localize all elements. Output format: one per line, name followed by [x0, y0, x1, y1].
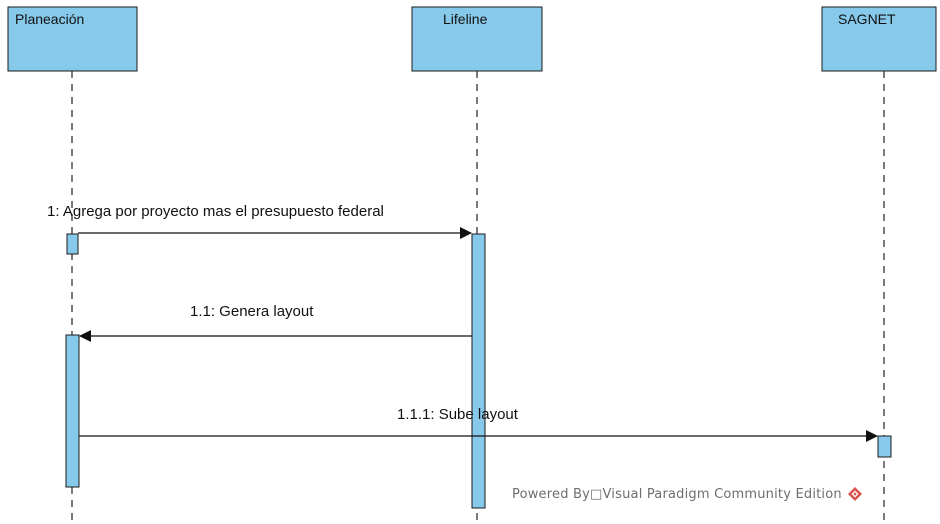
watermark-text: Powered By□Visual Paradigm Community Edi…	[512, 486, 842, 502]
activation-bar	[877, 435, 892, 458]
lifeline-head[interactable]	[821, 6, 937, 72]
lifeline-name: SAGNET	[838, 11, 896, 27]
watermark: Powered By□Visual Paradigm Community Edi…	[512, 486, 863, 502]
lifeline-sagnet[interactable]: SAGNET	[821, 6, 937, 524]
activation-bar	[471, 233, 486, 509]
lifeline-name: Lifeline	[443, 11, 488, 27]
message-label: 1.1.1: Sube layout	[397, 406, 519, 423]
activation-bar	[65, 334, 80, 488]
activation-bar	[66, 233, 79, 255]
message-1-1[interactable]: 1.1: Genera layout	[79, 303, 472, 342]
message-1[interactable]: 1: Agrega por proyecto mas el presupuest…	[47, 203, 472, 239]
lifeline-name: Planeación	[15, 11, 84, 27]
lifeline-head[interactable]	[411, 6, 543, 72]
message-label: 1.1: Genera layout	[190, 303, 314, 320]
lifeline-lifeline[interactable]: Lifeline	[411, 6, 543, 524]
lifeline-planeacion[interactable]: Planeación	[7, 6, 138, 524]
lifeline-head[interactable]	[7, 6, 138, 72]
visual-paradigm-logo-icon	[847, 487, 862, 501]
message-label: 1: Agrega por proyecto mas el presupuest…	[47, 203, 384, 220]
message-1-1-1[interactable]: 1.1.1: Sube layout	[79, 406, 878, 442]
